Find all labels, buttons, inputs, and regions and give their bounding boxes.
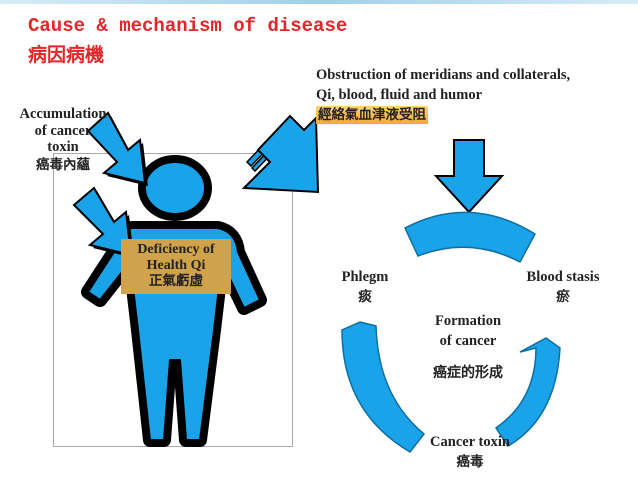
cancer-toxin-chinese: 癌毒 xyxy=(456,453,484,470)
formation-line-2: of cancer xyxy=(439,332,497,349)
arrow-down-to-cycle xyxy=(433,139,505,214)
cancer-toxin-english: Cancer toxin xyxy=(430,434,510,450)
blood-stasis-english: Blood stasis xyxy=(526,269,600,285)
formation-line-1: Formation xyxy=(434,313,502,329)
arrow-to-outcome xyxy=(241,114,320,194)
cause-label: Accumulation of cancer toxin 癌毒內蘊 xyxy=(4,106,122,174)
cause-line-1: Accumulation xyxy=(19,106,107,122)
phlegm-chinese: 痰 xyxy=(358,288,372,305)
outcome-caption: Obstruction of meridians and collaterals… xyxy=(316,66,570,126)
page-title: Cause & mechanism of disease xyxy=(28,15,348,37)
outcome-line-1: Obstruction of meridians and collaterals… xyxy=(316,67,571,83)
blood-stasis-label: Blood stasis 瘀 xyxy=(510,268,616,306)
cycle-arcs xyxy=(341,211,561,453)
cycle-arc-top xyxy=(404,211,536,264)
phlegm-english: Phlegm xyxy=(341,269,389,285)
cancer-toxin-label: Cancer toxin 癌毒 xyxy=(410,433,530,471)
formation-chinese: 癌症的形成 xyxy=(433,365,503,381)
top-accent-bar xyxy=(0,0,638,4)
cause-line-2: of cancer xyxy=(34,122,92,139)
formation-label: Formation of cancer xyxy=(410,312,526,351)
outcome-chinese: 經絡氣血津液受阻 xyxy=(316,106,428,125)
page-title-chinese: 病因病機 xyxy=(28,44,105,66)
cycle-arc-right xyxy=(494,337,561,448)
human-figure-icon xyxy=(81,155,267,447)
cause-line-3: toxin xyxy=(47,139,79,156)
arrow-into-body-lower xyxy=(72,186,134,258)
phlegm-label: Phlegm 痰 xyxy=(333,268,397,306)
deficiency-line-2: Health Qi xyxy=(146,258,206,274)
cycle-arc-left xyxy=(341,321,426,453)
blood-stasis-chinese: 瘀 xyxy=(556,288,570,305)
deficiency-label: Deficiency of Health Qi 正氣虧虛 xyxy=(121,239,231,294)
outcome-line-2: Qi, blood, fluid and humor xyxy=(316,86,482,103)
deficiency-chinese: 正氣虧虛 xyxy=(149,273,203,290)
cause-chinese: 癌毒內蘊 xyxy=(36,157,90,174)
arrow-into-body-upper xyxy=(86,111,148,186)
deficiency-line-1: Deficiency of xyxy=(137,242,215,257)
